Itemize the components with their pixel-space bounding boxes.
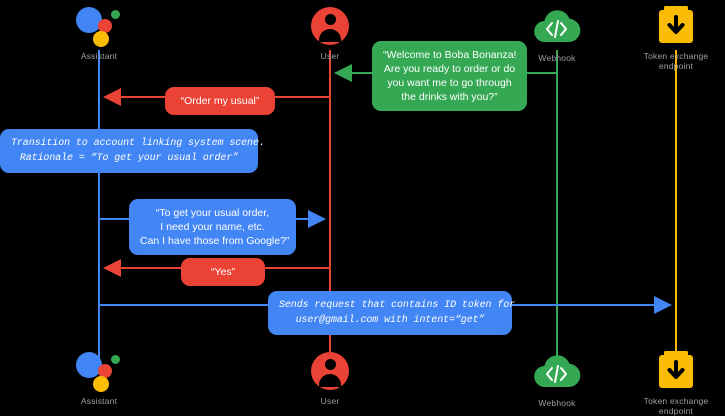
message-line: “Yes” bbox=[210, 266, 236, 278]
message-line: “Welcome to Boba Bonanza! bbox=[383, 49, 517, 61]
user-avatar-icon bbox=[275, 4, 385, 48]
message-sends-request[interactable]: Sends request that contains ID token for… bbox=[268, 291, 516, 335]
actor-assistant-bottom[interactable]: Assistant bbox=[44, 349, 154, 406]
user-avatar-icon bbox=[275, 349, 385, 393]
actor-label-user: User bbox=[320, 396, 340, 406]
actor-label-assistant: Assistant bbox=[80, 396, 118, 406]
actor-endpoint-bottom[interactable]: Token exchange endpoint bbox=[621, 349, 725, 416]
message-order-my-usual[interactable]: “Order my usual” bbox=[165, 87, 275, 115]
message-line: the drinks with you?” bbox=[401, 91, 498, 103]
cloud-code-icon bbox=[502, 6, 612, 50]
actor-label-webhook: Webhook bbox=[538, 53, 576, 63]
message-line: you want me to go through bbox=[387, 77, 512, 89]
actor-label-assistant: Assistant bbox=[80, 51, 118, 61]
actor-label-webhook: Webhook bbox=[538, 398, 576, 408]
actor-label-user: User bbox=[320, 51, 340, 61]
actor-endpoint-top[interactable]: Token exchange endpoint bbox=[621, 4, 725, 71]
message-line: Can I have those from Google?” bbox=[140, 235, 290, 247]
message-line: I need your name, etc. bbox=[160, 221, 265, 233]
google-assistant-logo-icon bbox=[44, 349, 154, 393]
message-welcome[interactable]: “Welcome to Boba Bonanza! Are you ready … bbox=[372, 41, 527, 111]
message-line: Are you ready to order or do bbox=[383, 63, 516, 75]
message-line: Transition to account linking system sce… bbox=[11, 138, 265, 149]
actor-assistant-top[interactable]: Assistant bbox=[44, 4, 154, 61]
download-box-icon bbox=[621, 349, 725, 393]
cloud-code-icon bbox=[502, 351, 612, 395]
google-assistant-logo-icon bbox=[44, 4, 154, 48]
download-box-icon bbox=[621, 4, 725, 48]
actor-webhook-bottom[interactable]: Webhook bbox=[502, 351, 612, 408]
message-line: Rationale = “To get your usual order” bbox=[19, 153, 239, 164]
message-yes[interactable]: “Yes” bbox=[181, 258, 265, 286]
actor-webhook-top[interactable]: Webhook bbox=[502, 6, 612, 63]
message-transition-note[interactable]: Transition to account linking system sce… bbox=[0, 129, 265, 173]
actor-user-top[interactable]: User bbox=[275, 4, 385, 61]
actor-label-endpoint: Token exchange endpoint bbox=[643, 51, 709, 71]
message-ask-for-name[interactable]: “To get your usual order, I need your na… bbox=[129, 199, 296, 255]
actor-user-bottom[interactable]: User bbox=[275, 349, 385, 406]
actor-label-endpoint: Token exchange endpoint bbox=[643, 396, 709, 416]
message-line: Sends request that contains ID token for bbox=[279, 300, 516, 311]
message-line: “To get your usual order, bbox=[155, 207, 270, 219]
message-line: user@gmail.com with intent=“get” bbox=[295, 315, 485, 326]
message-line: “Order my usual” bbox=[180, 95, 260, 107]
